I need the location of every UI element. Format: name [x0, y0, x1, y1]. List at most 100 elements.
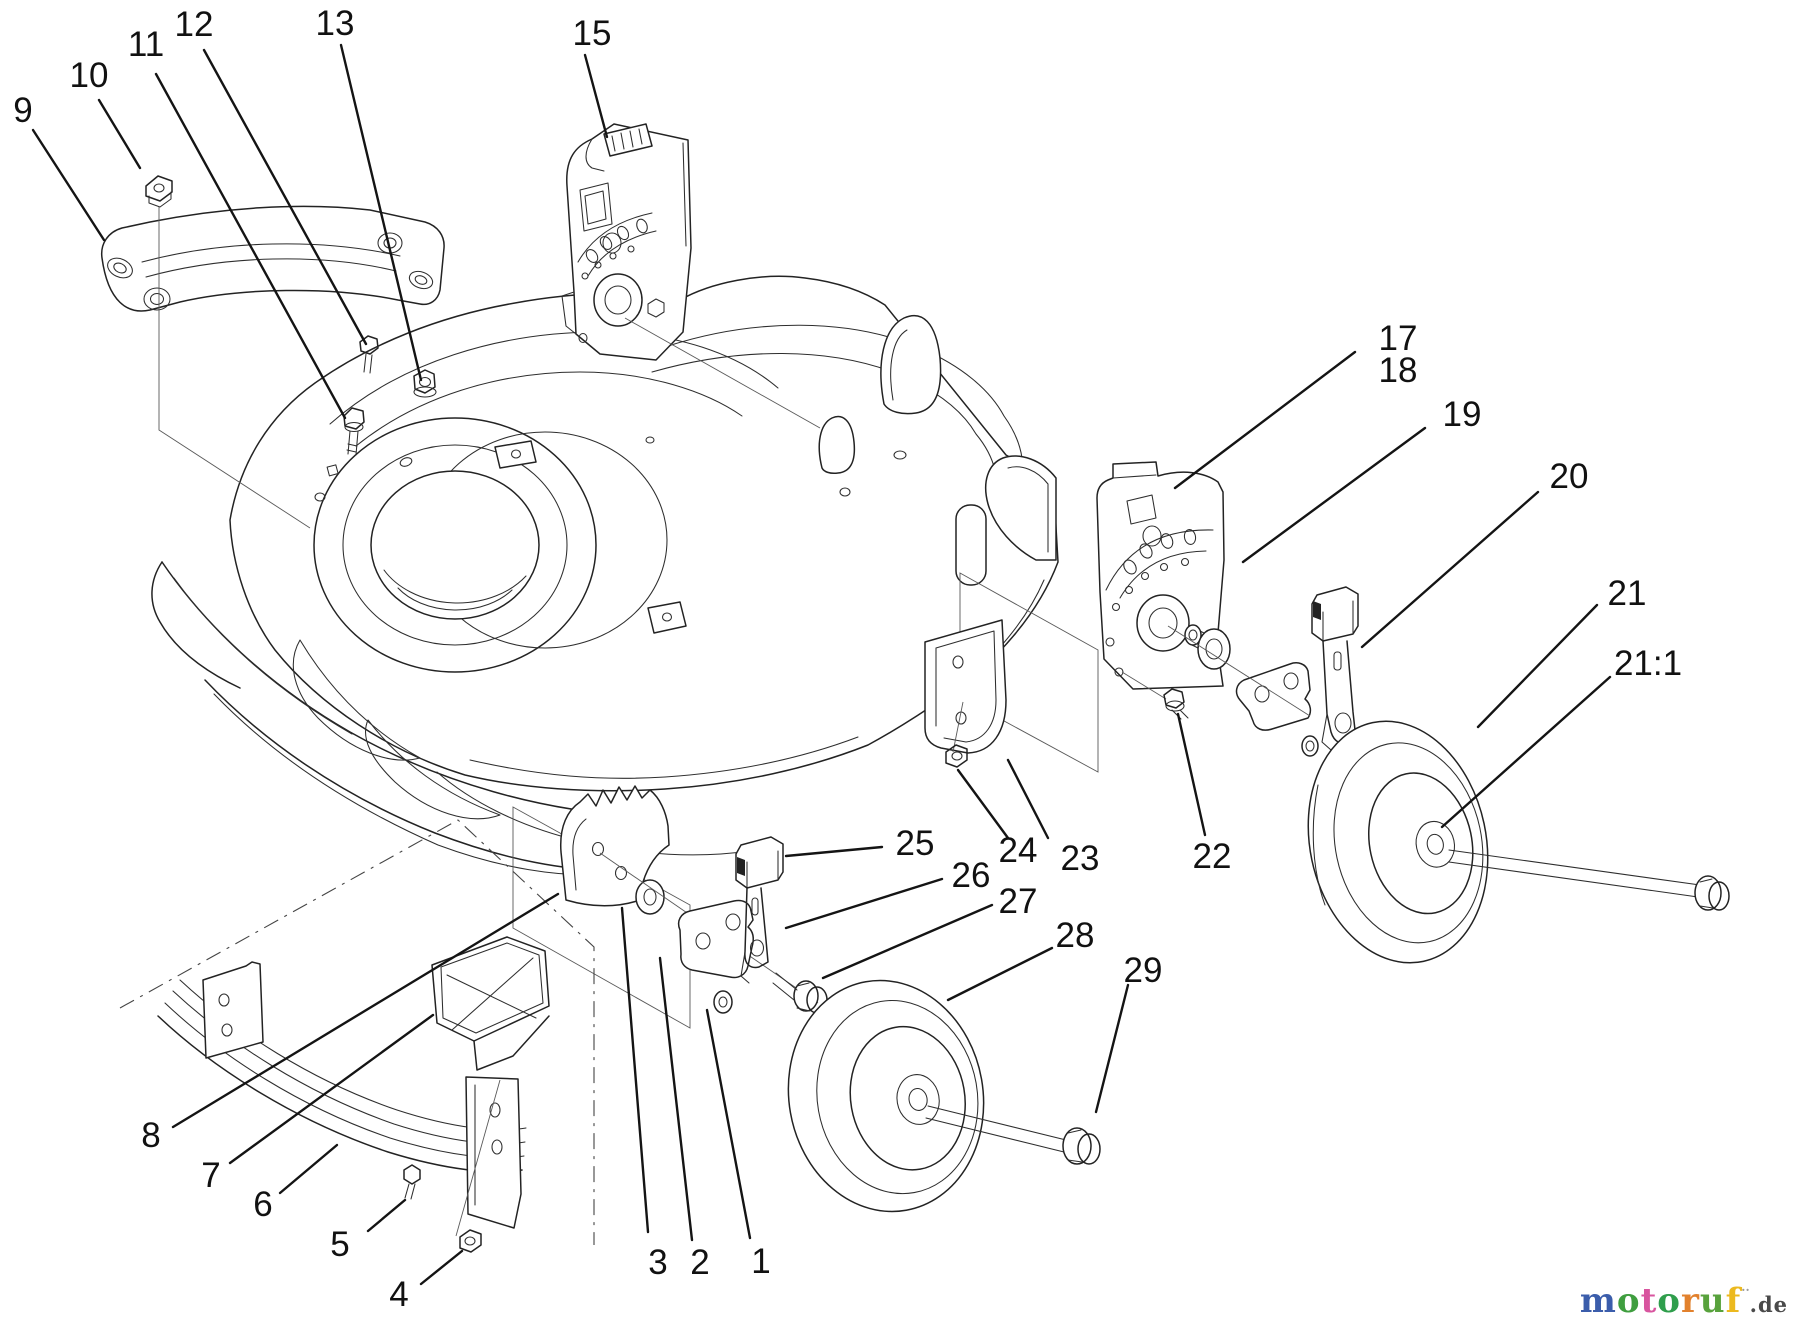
leader-line-26 — [784, 877, 944, 930]
callout-label-12: 12 — [175, 5, 214, 44]
washer-part1 — [713, 990, 733, 1014]
callout-label-6: 6 — [253, 1185, 272, 1224]
motoruf-watermark-logo: motoruf··.de — [1580, 1284, 1788, 1318]
leader-line-6 — [278, 1143, 339, 1195]
leader-line-28 — [946, 946, 1054, 1002]
leader-line-27 — [821, 903, 994, 980]
callout-label-1: 1 — [751, 1242, 770, 1281]
axle-bolt-part29 — [925, 1105, 1101, 1165]
leader-line-15 — [583, 53, 609, 139]
leader-line-29 — [1094, 983, 1130, 1114]
callout-label-5: 5 — [330, 1225, 349, 1264]
callout-label-7: 7 — [201, 1156, 220, 1195]
leader-line-2 — [658, 956, 694, 1242]
leader-line-20 — [1360, 490, 1540, 649]
callout-label-21: 21 — [1608, 574, 1647, 613]
callout-label-9: 9 — [13, 91, 32, 130]
logo-trademark-dots: ·· — [1741, 1283, 1750, 1297]
callout-label-2: 2 — [690, 1243, 709, 1282]
callout-label-10: 10 — [70, 56, 109, 95]
leader-lines — [31, 43, 1612, 1286]
leader-line-10 — [97, 98, 142, 170]
shoulder-bolt-part27 — [772, 972, 828, 1014]
leader-line-21 — [1476, 603, 1599, 729]
flange-nut-part13 — [413, 369, 437, 398]
front-wheel-part28 — [787, 979, 1101, 1213]
logo-letter: u — [1699, 1281, 1726, 1321]
callout-label-11: 11 — [128, 25, 164, 64]
height-adjuster-plate-part15 — [561, 123, 821, 429]
deck-fasteners-top — [343, 335, 437, 456]
dome-washer-part3 — [635, 879, 665, 915]
callout-label-20: 20 — [1550, 457, 1589, 496]
mower-deck-housing — [151, 275, 1059, 876]
leader-line-22 — [1176, 712, 1207, 837]
support-channel-part23 — [924, 619, 1007, 754]
logo-letter: f — [1725, 1281, 1742, 1321]
callout-label-29: 29 — [1124, 951, 1163, 990]
pivot-plate-part2 — [677, 899, 754, 979]
logo-letter: m — [1579, 1281, 1617, 1321]
axle-bolt-part21-1 — [1448, 849, 1730, 911]
detail-boundary-line — [119, 819, 595, 1245]
screw-part12 — [359, 335, 379, 374]
callout-label-22: 22 — [1193, 837, 1232, 876]
callout-label-4: 4 — [389, 1275, 408, 1314]
bolt-part22 — [1163, 688, 1189, 720]
toothed-quadrant-part8 — [560, 785, 670, 907]
leader-line-4 — [419, 1249, 464, 1286]
leader-line-1 — [705, 1008, 752, 1240]
callout-label-23: 23 — [1061, 839, 1100, 878]
callout-label-19: 19 — [1443, 395, 1482, 434]
discharge-chute-part7 — [431, 936, 550, 1071]
handle-bracket-part9 — [100, 175, 445, 529]
square-nut-part10 — [145, 175, 173, 208]
callout-label-18: 18 — [1379, 351, 1418, 390]
leader-line-23 — [1006, 758, 1050, 840]
callout-label-25: 25 — [896, 824, 935, 863]
nut-part4 — [459, 1229, 482, 1253]
front-height-adjuster-assembly — [512, 785, 828, 1029]
leader-line-25 — [784, 845, 884, 858]
washer-and-hub-part19 — [1184, 624, 1231, 670]
leader-line-11 — [154, 72, 347, 420]
logo-letter: t — [1640, 1281, 1658, 1321]
leader-line-9 — [31, 128, 106, 242]
leader-line-24 — [956, 768, 1010, 840]
leader-line-3 — [620, 906, 650, 1234]
rear-wheel-part21 — [1307, 720, 1730, 964]
adjuster-arm-part20 — [1311, 586, 1359, 751]
callout-label-8: 8 — [141, 1116, 160, 1155]
leader-line-5 — [366, 1198, 407, 1233]
bolt-part5 — [403, 1164, 421, 1200]
callout-label-15: 15 — [573, 14, 612, 53]
callout-label-26: 26 — [952, 856, 991, 895]
callout-label-21:1: 21:1 — [1614, 644, 1682, 683]
right-height-adjuster-assembly — [924, 461, 1413, 773]
callout-label-13: 13 — [316, 4, 355, 43]
logo-suffix: .de — [1749, 1292, 1788, 1317]
adjuster-arm-part25-26 — [735, 836, 784, 984]
pivot-plate-right — [1235, 662, 1312, 731]
callout-label-3: 3 — [648, 1243, 667, 1282]
logo-letter: o — [1657, 1281, 1681, 1321]
leader-line-13 — [339, 43, 423, 382]
nut-part24 — [945, 744, 968, 768]
leader-line-7 — [228, 1013, 435, 1165]
callout-label-27: 27 — [999, 882, 1038, 921]
leader-line-8 — [171, 892, 560, 1129]
logo-letter: r — [1680, 1281, 1700, 1321]
callout-label-24: 24 — [999, 831, 1038, 870]
deflector-part6 — [157, 961, 527, 1253]
callout-label-28: 28 — [1056, 916, 1095, 955]
logo-letters: motoruf — [1580, 1281, 1741, 1321]
bolt-part11 — [343, 407, 365, 456]
leader-line-12 — [202, 48, 368, 346]
leader-line-21:1 — [1440, 675, 1612, 829]
logo-letter: o — [1616, 1281, 1641, 1321]
callout-label-17: 17 — [1379, 319, 1418, 358]
leader-line-19 — [1241, 426, 1427, 564]
